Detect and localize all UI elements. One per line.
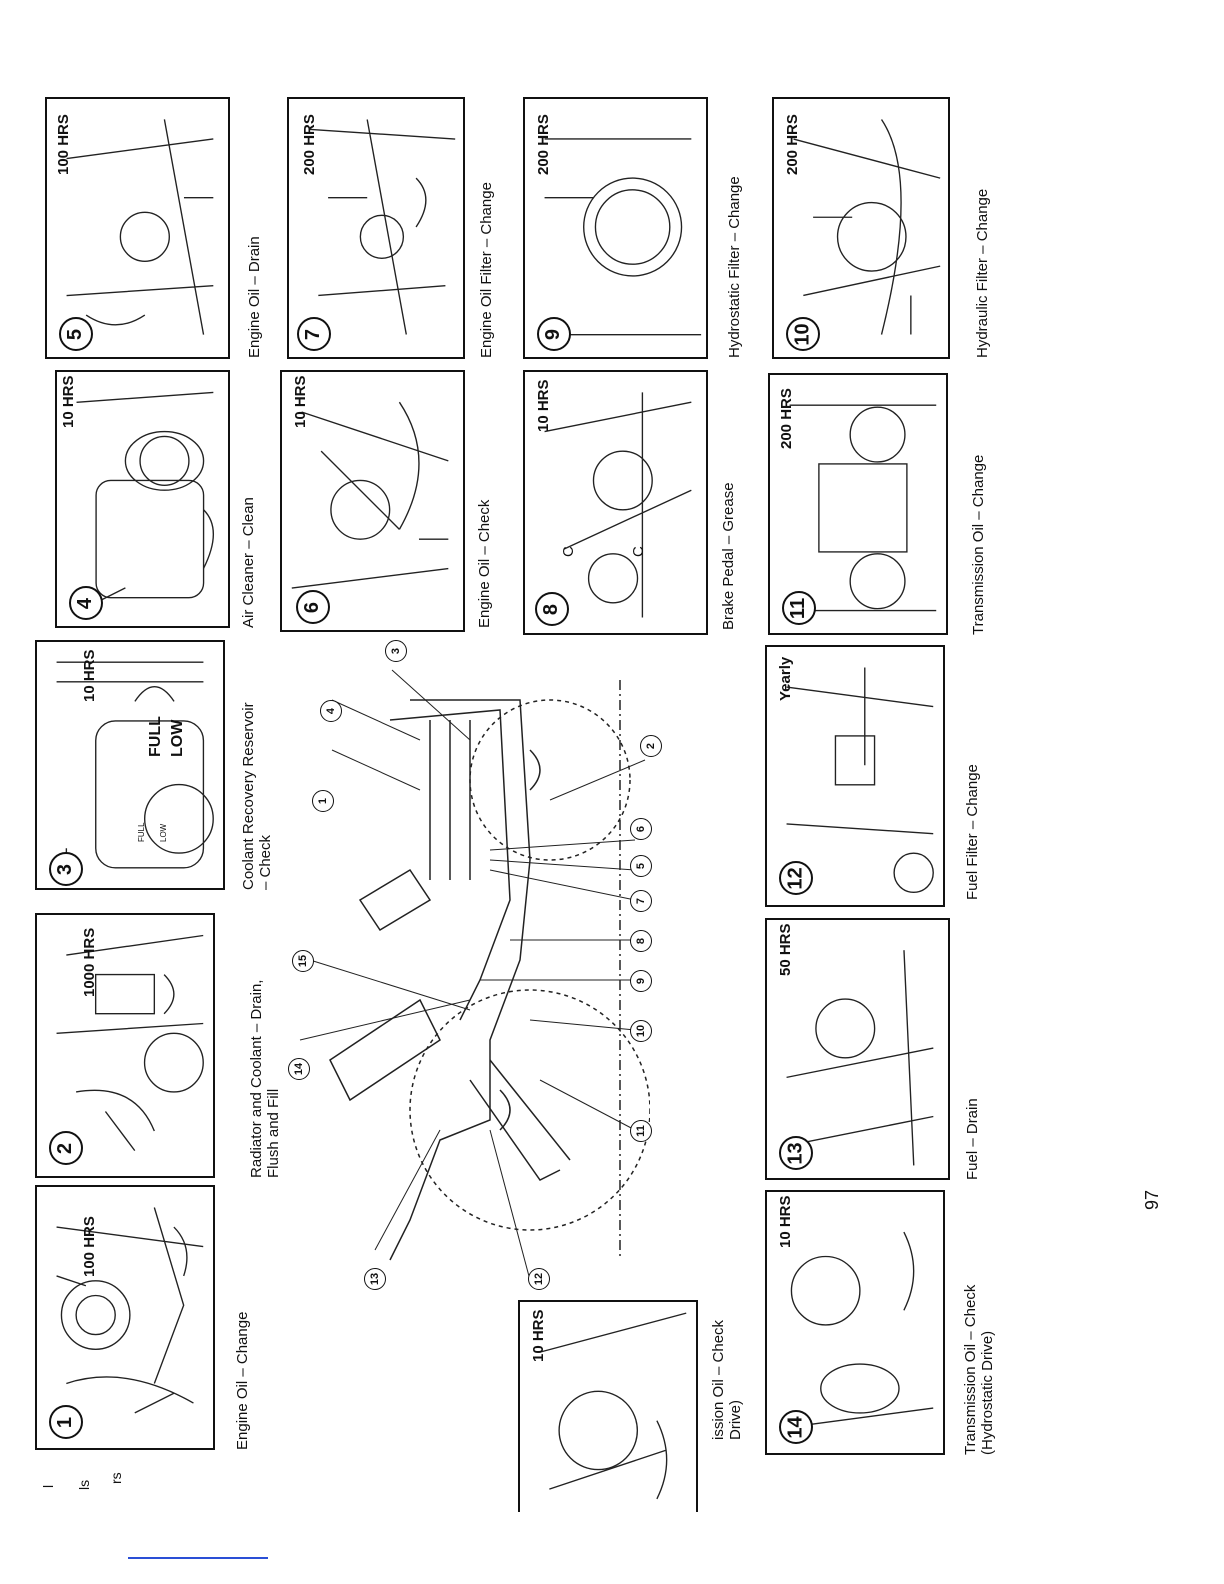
gauge-low-small-label: LOW bbox=[159, 823, 168, 842]
gauge-full-small-label: FULL bbox=[137, 822, 146, 842]
caption-transmission-oil-change: Transmission Oil – Change bbox=[970, 454, 987, 635]
interval-label: 10 HRS bbox=[530, 1309, 547, 1362]
caption-fuel-drain: Fuel – Drain bbox=[964, 1098, 981, 1180]
callout-8: 8 bbox=[630, 930, 652, 952]
callout-7: 7 bbox=[630, 890, 652, 912]
item-number-badge: 1 bbox=[49, 1405, 83, 1439]
interval-label: 200 HRS bbox=[778, 388, 795, 449]
interval-label: 10 HRS bbox=[60, 375, 77, 428]
gauge-low-label: LOW bbox=[169, 719, 186, 757]
item-number-badge: 10 bbox=[786, 317, 820, 351]
item-number-badge: 9 bbox=[537, 317, 571, 351]
gauge-full-label: FULL bbox=[147, 716, 164, 757]
caption-engine-oil-change: Engine Oil – Change bbox=[234, 1311, 251, 1450]
interval-label: 10 HRS bbox=[535, 379, 552, 432]
panel-fuel-filter: Yearly 12 bbox=[765, 645, 945, 907]
service-mark-2: C bbox=[630, 546, 647, 557]
engine-oil-check-illustration bbox=[291, 401, 449, 589]
caption-hydraulic-filter: Hydraulic Filter – Change bbox=[974, 188, 991, 358]
tractor-diagram bbox=[299, 669, 650, 1280]
caption-engine-oil-drain: Engine Oil – Drain bbox=[246, 236, 263, 358]
item-number-badge: 8 bbox=[535, 592, 569, 626]
blue-rule bbox=[128, 1557, 268, 1559]
caption-hydrostatic-filter: Hydrostatic Filter – Change bbox=[726, 176, 743, 358]
engine-oil-change-illustration bbox=[56, 1207, 204, 1414]
engine-oil-filter-illustration bbox=[308, 119, 456, 335]
interval-label: 200 HRS bbox=[535, 114, 552, 175]
service-mark-1: C bbox=[560, 546, 577, 557]
callout-2: 2 bbox=[640, 735, 662, 757]
page-number: 97 bbox=[1142, 1189, 1162, 1210]
air-cleaner-illustration bbox=[76, 391, 214, 609]
callout-4: 4 bbox=[320, 700, 342, 722]
panel-engine-oil-filter: 200 HRS 7 bbox=[287, 97, 465, 359]
panel-transmission-oil-check-hydro: 10 HRS 14 bbox=[765, 1190, 945, 1455]
panel-engine-oil-check: 10 HRS 6 bbox=[280, 370, 465, 632]
callout-12: 12 bbox=[528, 1268, 550, 1290]
engine-oil-drain-illustration bbox=[66, 119, 214, 335]
callout-5: 5 bbox=[630, 855, 652, 877]
hydrostatic-filter-illustration bbox=[544, 138, 702, 336]
interval-label: 10 HRS bbox=[81, 649, 98, 702]
fuel-drain-illustration bbox=[786, 950, 934, 1166]
caption-air-cleaner: Air Cleaner – Clean bbox=[240, 497, 257, 628]
caption-radiator-coolant: Radiator and Coolant – Drain, Flush and … bbox=[248, 979, 282, 1178]
panel-transmission-oil-change: 200 HRS 11 bbox=[768, 373, 948, 635]
panel-coolant-reservoir: 10 HRS FULL LOW FULL LOW 3 bbox=[35, 640, 225, 890]
panel-hydraulic-filter: 200 HRS 10 bbox=[772, 97, 950, 359]
callout-15: 15 bbox=[292, 950, 314, 972]
item-number-badge: 3 bbox=[49, 852, 83, 886]
margin-fragment-2: ls bbox=[76, 1479, 92, 1490]
interval-label: 1000 HRS bbox=[81, 927, 98, 997]
item-number-badge: 11 bbox=[782, 591, 816, 625]
caption-coolant-reservoir: Coolant Recovery Reservoir – Check bbox=[240, 702, 274, 890]
item-number-badge: 7 bbox=[297, 317, 331, 351]
panel-transmission-oil-check-partial: 10 HRS bbox=[518, 1300, 698, 1512]
callout-13: 13 bbox=[364, 1268, 386, 1290]
interval-label: Yearly bbox=[777, 656, 794, 701]
interval-label: 200 HRS bbox=[301, 114, 318, 175]
panel-engine-oil-drain: 100 HRS 5 bbox=[45, 97, 230, 359]
interval-label: 10 HRS bbox=[292, 375, 309, 428]
item-number-badge: 2 bbox=[49, 1131, 83, 1165]
interval-label: 100 HRS bbox=[81, 1216, 98, 1277]
margin-fragment-1: l bbox=[40, 1484, 56, 1488]
panel-fuel-drain: 50 HRS 13 bbox=[765, 918, 950, 1180]
item-number-badge: 12 bbox=[779, 861, 813, 895]
callout-10: 10 bbox=[630, 1020, 652, 1042]
transmission-oil-check-partial-illustration bbox=[539, 1312, 687, 1500]
brake-pedal-illustration bbox=[544, 392, 692, 618]
panel-air-cleaner: 10 HRS 4 bbox=[55, 370, 230, 628]
caption-transmission-oil-check-hydro: Transmission Oil – Check (Hydrostatic Dr… bbox=[962, 1284, 996, 1455]
panel-engine-oil-change: 100 HRS 1 bbox=[35, 1185, 215, 1450]
caption-engine-oil-filter: Engine Oil Filter – Change bbox=[478, 182, 495, 358]
panel-radiator-coolant: 1000 HRS 2 bbox=[35, 913, 215, 1178]
caption-engine-oil-check: Engine Oil – Check bbox=[476, 499, 493, 628]
hydraulic-filter-illustration bbox=[793, 119, 941, 335]
panel-hydrostatic-filter: 200 HRS 9 bbox=[523, 97, 708, 359]
panel-brake-pedal: 10 HRS C C 8 bbox=[523, 370, 708, 635]
callout-6: 6 bbox=[630, 818, 652, 840]
caption-fuel-filter: Fuel Filter – Change bbox=[964, 764, 981, 900]
coolant-reservoir-illustration bbox=[56, 661, 214, 878]
caption-brake-pedal: Brake Pedal – Grease bbox=[720, 482, 737, 630]
item-number-badge: 5 bbox=[59, 317, 93, 351]
interval-label: 200 HRS bbox=[784, 114, 801, 175]
callout-3: 3 bbox=[385, 640, 407, 662]
interval-label: 10 HRS bbox=[777, 1195, 794, 1248]
item-number-badge: 13 bbox=[779, 1136, 813, 1170]
margin-fragment-3: rs bbox=[108, 1472, 124, 1484]
callout-11: 11 bbox=[630, 1120, 652, 1142]
callout-1: 1 bbox=[312, 790, 334, 812]
fuel-filter-illustration bbox=[786, 667, 934, 894]
caption-transmission-oil-check-partial: ission Oil – Check Drive) bbox=[710, 1319, 744, 1440]
item-number-badge: 14 bbox=[779, 1410, 813, 1444]
item-number-badge: 6 bbox=[296, 590, 330, 624]
item-number-badge: 4 bbox=[69, 586, 103, 620]
interval-label: 100 HRS bbox=[55, 114, 72, 175]
callout-14: 14 bbox=[288, 1058, 310, 1080]
interval-label: 50 HRS bbox=[777, 923, 794, 976]
radiator-illustration bbox=[56, 934, 204, 1152]
callout-9: 9 bbox=[630, 970, 652, 992]
